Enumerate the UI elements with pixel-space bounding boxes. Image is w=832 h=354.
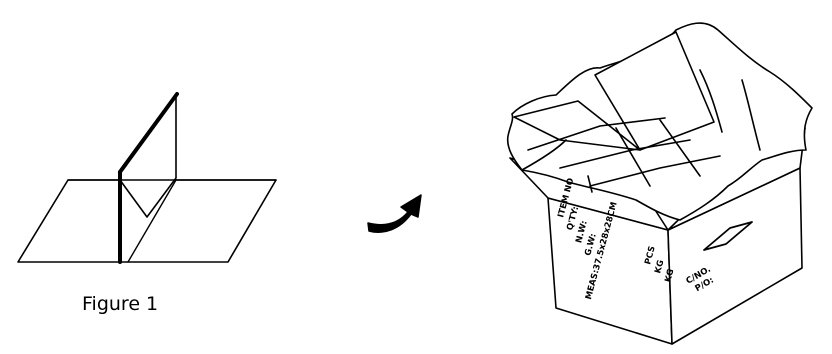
marking-pcs: PCS <box>643 245 658 266</box>
box-liner-fold-1 <box>699 69 723 133</box>
box-inner-divider-2 <box>559 139 691 169</box>
box-inner-divider-4 <box>615 127 651 187</box>
box-inner-divider-5 <box>659 119 701 177</box>
box-inner-divider-1 <box>527 117 666 151</box>
carton-front-units: PCS KG KG <box>643 245 676 284</box>
figure-caption: Figure 1 <box>82 293 158 315</box>
marking-kgs-1: KG <box>653 259 666 275</box>
divider-figure <box>17 92 277 264</box>
open-carton-box-icon <box>506 22 813 345</box>
divider-thick-edge-2 <box>118 92 179 174</box>
curved-arrow-right-icon <box>367 194 422 233</box>
box-left-flap <box>513 100 641 151</box>
box-liner-fold-2 <box>741 79 761 151</box>
box-inner-divider-3 <box>589 155 721 187</box>
box-back-flap <box>594 31 715 151</box>
divider-fold-line <box>127 179 177 263</box>
box-liner-fold-3 <box>521 139 567 171</box>
handle-hole-icon <box>703 221 753 251</box>
marking-kgs-2: KG <box>663 268 676 284</box>
box-inner-divider-6 <box>587 175 593 193</box>
